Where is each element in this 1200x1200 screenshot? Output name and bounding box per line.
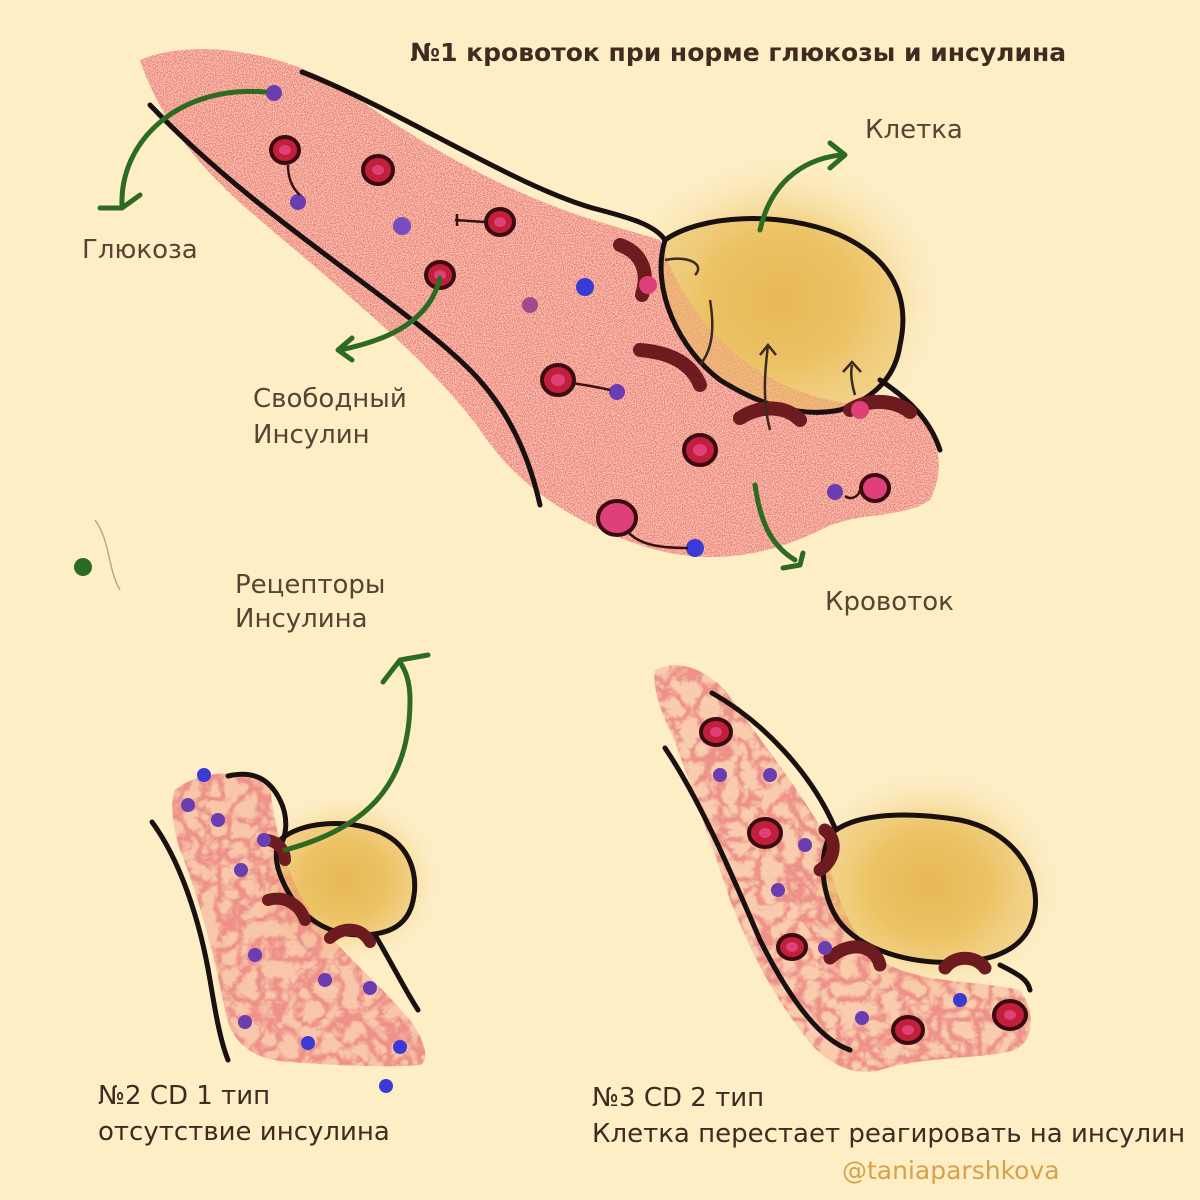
label-receptors-line-1: Рецепторы [235,570,386,600]
arrow-icon [97,88,848,571]
vessel-wall-right-2 [372,932,421,1013]
glucose-dot-icon [266,85,843,557]
red-blood-cell-icon [699,717,1028,1045]
decor-stroke [94,519,121,591]
red-blood-cell-icon [269,135,891,537]
diagram-1-title: №1 кровоток при норме глюкозы и инсулина [410,38,1067,67]
diagram-2-caption-line-2: отсутствие инсулина [98,1117,390,1147]
watermark: @taniaparshkova [842,1156,1060,1185]
bloodstream-3-tint [654,665,1031,1072]
diagram-3-caption-line-1: №3 CD 2 тип [592,1083,765,1113]
vessel-wall-lower-1 [147,102,543,508]
decor-dot [74,558,92,576]
label-receptors-line-2: Инсулина [235,604,368,634]
diagram-3-type2 [654,665,1065,1072]
insulin-receptor-icon [813,823,992,975]
vessel-wall-upper-1 [299,69,668,243]
bloodstream-3 [654,665,1031,1072]
vessel-wall-lower-2 [149,819,231,1063]
insulin-arrows [286,164,862,550]
receptor-arrows [664,257,862,431]
label-cell: Клетка [865,115,963,145]
cell-2 [273,821,418,938]
vessel-wall-right-3 [997,962,1033,993]
bloodstream-1 [140,49,939,558]
vessel-wall-upper-3 [709,690,838,831]
label-bloodstream: Кровоток [825,587,954,617]
insulin-receptor-pink-icon [639,276,869,419]
arrow-icon [282,652,431,853]
cell-3 [820,812,1039,965]
vessel-wall-right-1 [877,377,943,453]
label-free-insulin-line-2: Инсулин [253,420,370,450]
diagram-3-caption-line-2: Клетка перестает реагировать на инсулин [592,1119,1186,1149]
diagram-2-caption-line-1: №2 CD 1 тип [98,1081,271,1111]
label-free-insulin-line-1: Свободный [253,384,407,414]
vessel-wall-lower-3 [662,745,853,1053]
glucose-dot-icon [181,768,407,1093]
glucose-dot-icon [713,768,967,1025]
diagram-2-type1 [149,652,445,1093]
vessel-wall-upper-2 [225,771,289,848]
diagram-1-normal [97,49,950,571]
label-glucose: Глюкоза [82,235,198,265]
